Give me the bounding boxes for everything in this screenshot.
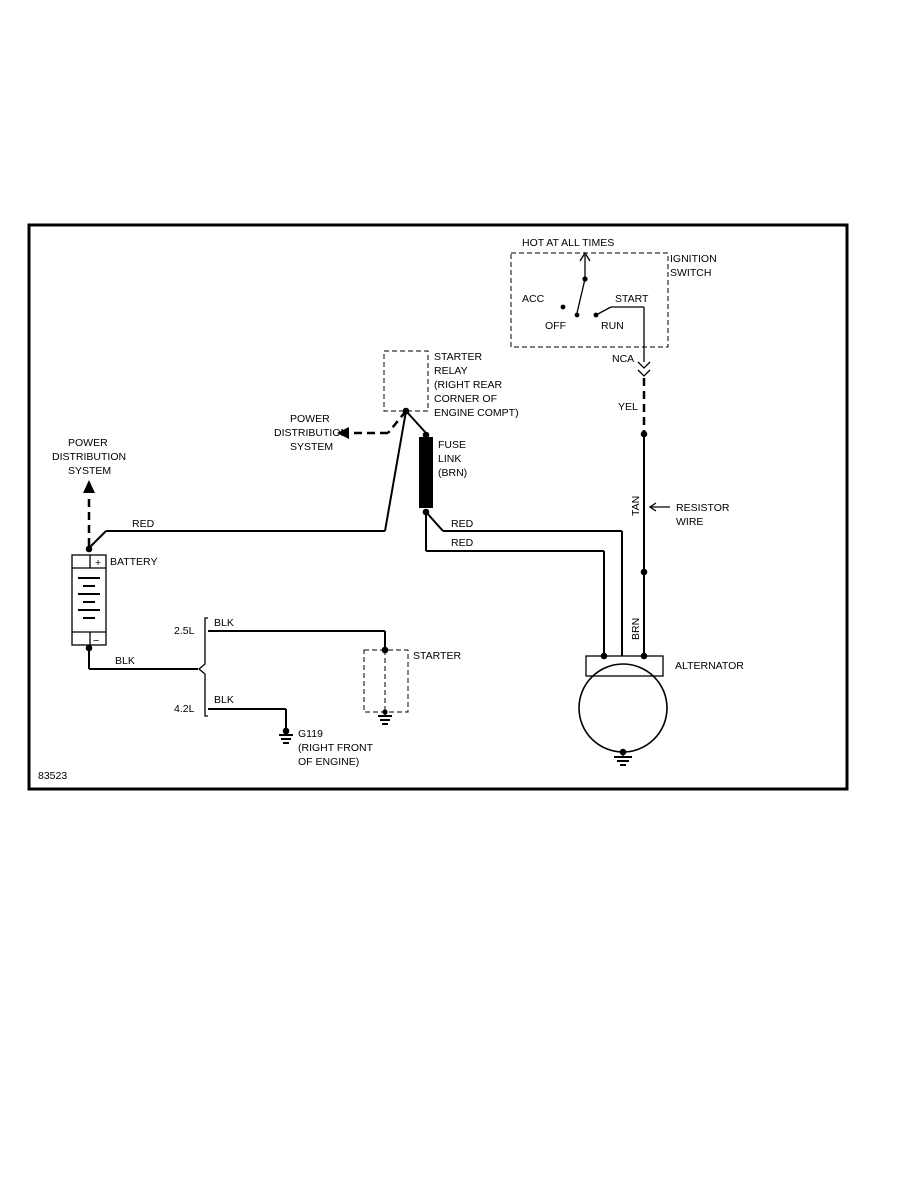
battery-plus-label: + xyxy=(95,557,101,569)
nca-label: NCA xyxy=(612,353,634,365)
g119-label-2: (RIGHT FRONT xyxy=(298,742,374,754)
pds-left-label-3: SYSTEM xyxy=(68,465,111,477)
off-label: OFF xyxy=(545,320,566,332)
hot-at-all-times-label: HOT AT ALL TIMES xyxy=(522,237,614,249)
acc-label: ACC xyxy=(522,293,545,305)
battery-positive-dot xyxy=(85,545,93,553)
battery-minus-label: − xyxy=(93,635,99,647)
resistor-label-1: RESISTOR xyxy=(676,502,730,514)
engine-25-label: 2.5L xyxy=(174,625,195,637)
alt-terminal-dot-1 xyxy=(600,652,608,660)
alt-terminal-dot-2 xyxy=(640,652,648,660)
battery-red-wire-diag xyxy=(88,530,107,549)
diagram-frame xyxy=(27,223,849,791)
battery-red-wire-up xyxy=(384,410,407,532)
fuse-link-label-1: FUSE xyxy=(438,439,466,451)
switch-blade xyxy=(576,278,586,314)
yel-label: YEL xyxy=(618,401,638,413)
engine-variant-brace xyxy=(197,617,208,717)
blk-42-label: BLK xyxy=(214,694,234,706)
resistor-label-2: WIRE xyxy=(676,516,703,528)
off-contact-dot xyxy=(574,312,580,318)
starter-relay-label-1: STARTER xyxy=(434,351,482,363)
fuse-link xyxy=(419,437,433,508)
ignition-switch: HOT AT ALL TIMES ACC OFF RUN START IGNIT… xyxy=(510,237,717,438)
engine-42-label: 4.2L xyxy=(174,703,195,715)
red-upper-wire-diag xyxy=(425,511,444,532)
alternator-terminal-block xyxy=(585,655,664,677)
pds-left-label-2: DISTRIBUTION xyxy=(52,451,126,463)
starter-relay: STARTER RELAY (RIGHT REAR CORNER OF ENGI… xyxy=(383,350,519,419)
starter-relay-label-2: RELAY xyxy=(434,365,468,377)
tan-label: TAN xyxy=(630,496,642,516)
acc-contact-dot xyxy=(560,304,566,310)
starter-relay-box xyxy=(383,350,429,412)
hot-feed-arrow-icon xyxy=(579,251,591,262)
resistor-pointer-arrow-icon xyxy=(648,502,657,512)
blk-25-label: BLK xyxy=(214,617,234,629)
fuse-link-label-2: LINK xyxy=(438,453,461,465)
alternator: ALTERNATOR xyxy=(578,652,744,766)
ignition-switch-label-2: SWITCH xyxy=(670,267,711,279)
g119-label-1: G119 xyxy=(298,728,323,740)
pds-mid-arrow-icon xyxy=(337,427,349,439)
starter: STARTER xyxy=(363,646,461,725)
battery-label: BATTERY xyxy=(110,556,157,568)
relay-to-fuse-wire xyxy=(405,410,427,434)
start-label: START xyxy=(615,293,649,305)
run-label: RUN xyxy=(601,320,624,332)
starter-relay-label-4: CORNER OF xyxy=(434,393,497,405)
red-lower-label: RED xyxy=(451,537,474,549)
g119-label-3: OF ENGINE) xyxy=(298,756,359,768)
ignition-switch-box xyxy=(510,252,669,348)
starter-relay-label-5: ENGINE COMPT) xyxy=(434,407,519,419)
fuse-top-dot xyxy=(422,431,430,439)
brn-label: BRN xyxy=(630,618,642,640)
ignition-switch-label-1: IGNITION xyxy=(670,253,717,265)
relay-to-pds-dashed xyxy=(387,410,407,434)
pds-left-label-1: POWER xyxy=(68,437,108,449)
pds-mid-label-1: POWER xyxy=(290,413,330,425)
blk-battery-label: BLK xyxy=(115,655,135,667)
red-upper-label: RED xyxy=(451,518,474,530)
figure-id: 83523 xyxy=(38,770,67,782)
pds-mid-label-3: SYSTEM xyxy=(290,441,333,453)
alternator-body xyxy=(578,663,668,753)
starter-box xyxy=(363,649,409,713)
alternator-label: ALTERNATOR xyxy=(675,660,744,672)
pds-mid-label-2: DISTRIBUTION xyxy=(274,427,348,439)
red-battery-label: RED xyxy=(132,518,155,530)
starter-label: STARTER xyxy=(413,650,461,662)
pds-left-arrow-icon xyxy=(83,480,95,493)
starter-relay-label-3: (RIGHT REAR xyxy=(434,379,502,391)
battery: + − BATTERY xyxy=(71,545,157,652)
nca-connector-bottom-icon xyxy=(637,369,651,377)
nca-connector-top-icon xyxy=(637,361,651,369)
run-start-link xyxy=(595,306,612,316)
fuse-link-label-3: (BRN) xyxy=(438,467,467,479)
